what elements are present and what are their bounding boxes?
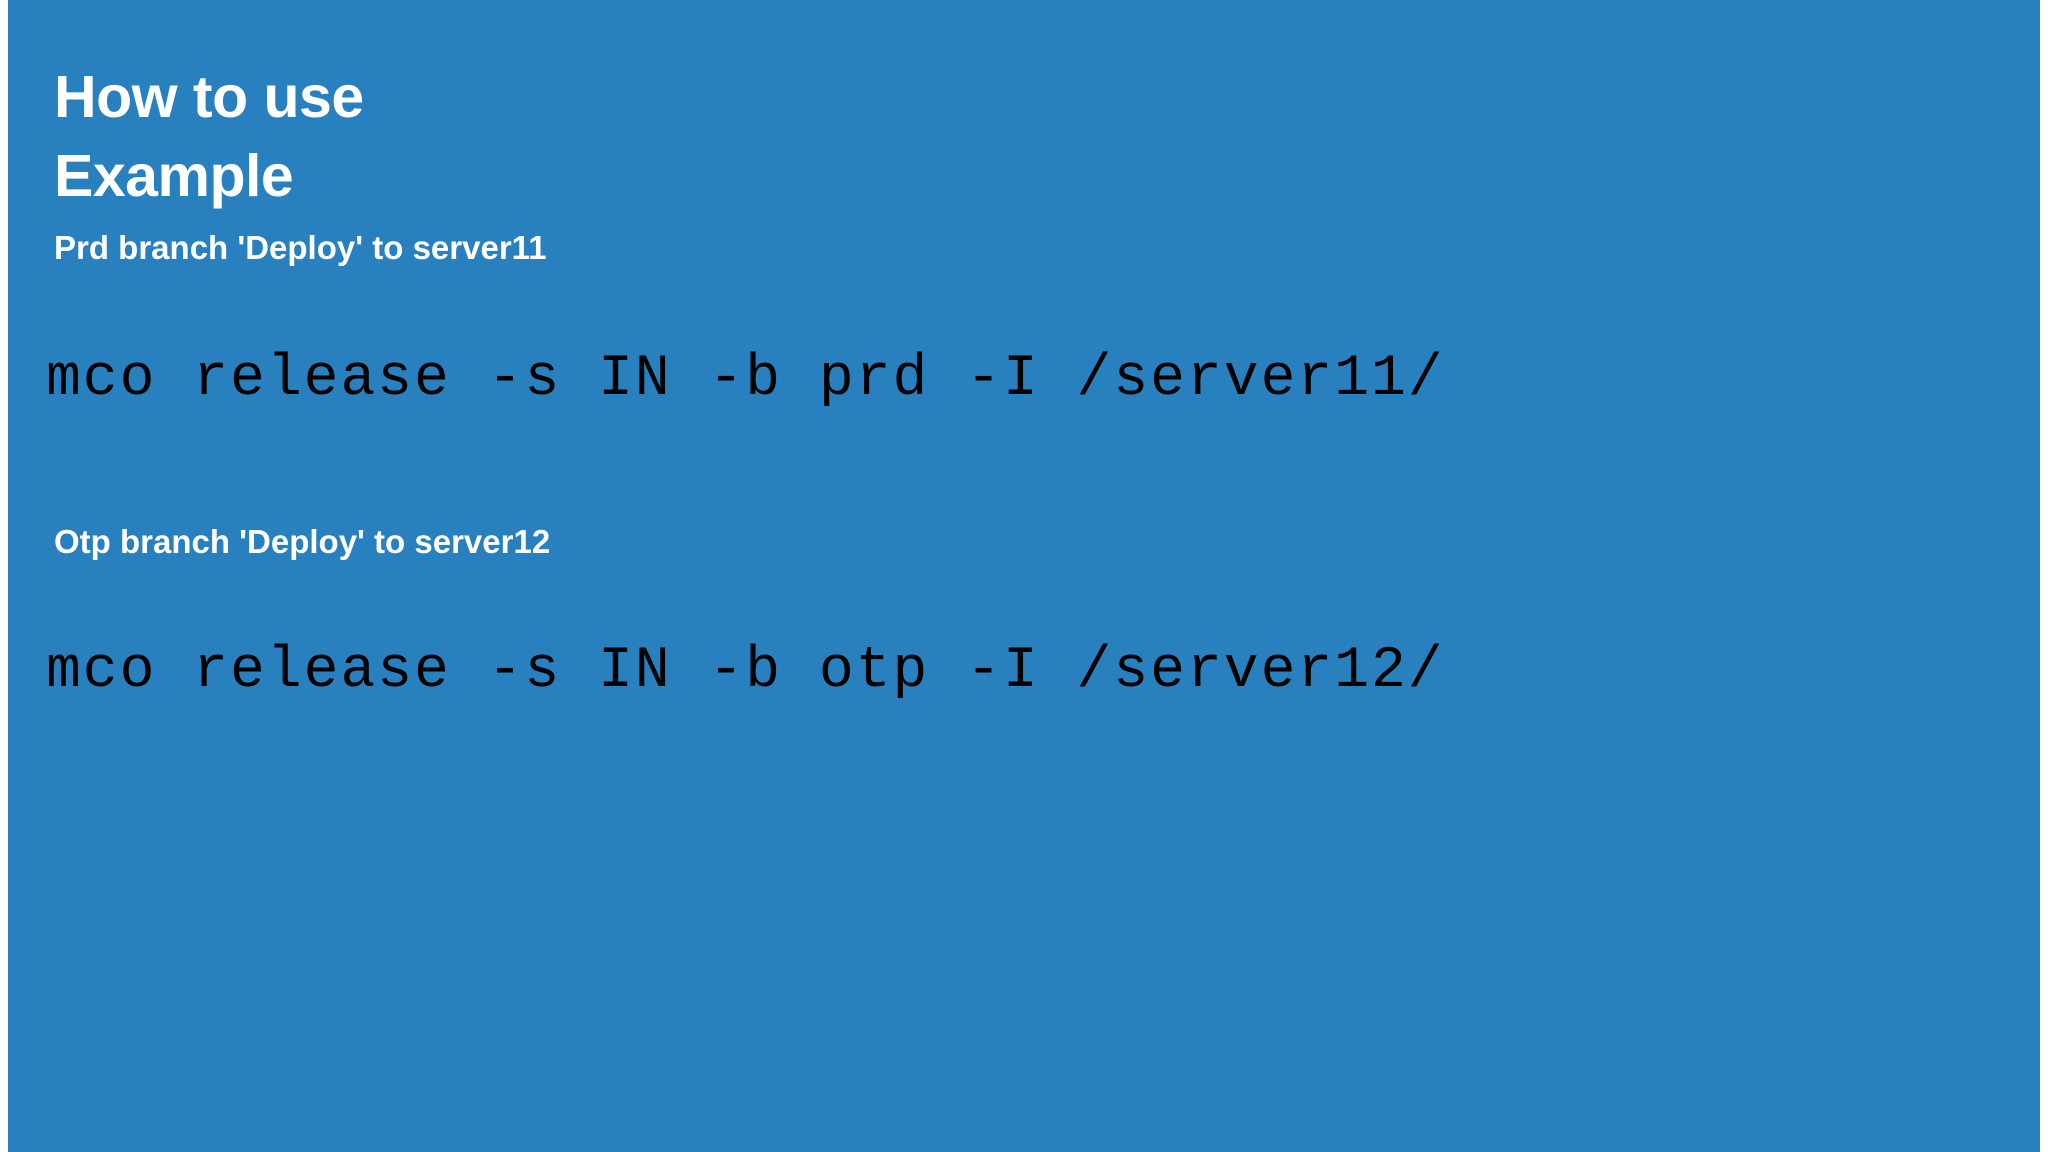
section-2-subheading: Otp branch 'Deploy' to server12 — [54, 523, 551, 560]
page-title: How to use Example — [54, 58, 1554, 216]
section-1-command-text: mco release -s IN -b prd -I /server11/ — [46, 347, 1445, 412]
title-line-how-to-use: How to use — [54, 64, 364, 130]
slide-background: How to use Example Prd branch 'Deploy' t… — [8, 0, 2040, 1152]
left-edge-margin — [0, 0, 8, 1152]
section-1-subheading: Prd branch 'Deploy' to server11 — [54, 229, 547, 266]
right-edge-margin — [2040, 0, 2048, 1152]
title-line-example: Example — [54, 143, 294, 209]
section-2-command-text: mco release -s IN -b otp -I /server12/ — [46, 639, 1445, 704]
slide-content: How to use Example Prd branch 'Deploy' t… — [8, 0, 2040, 1152]
